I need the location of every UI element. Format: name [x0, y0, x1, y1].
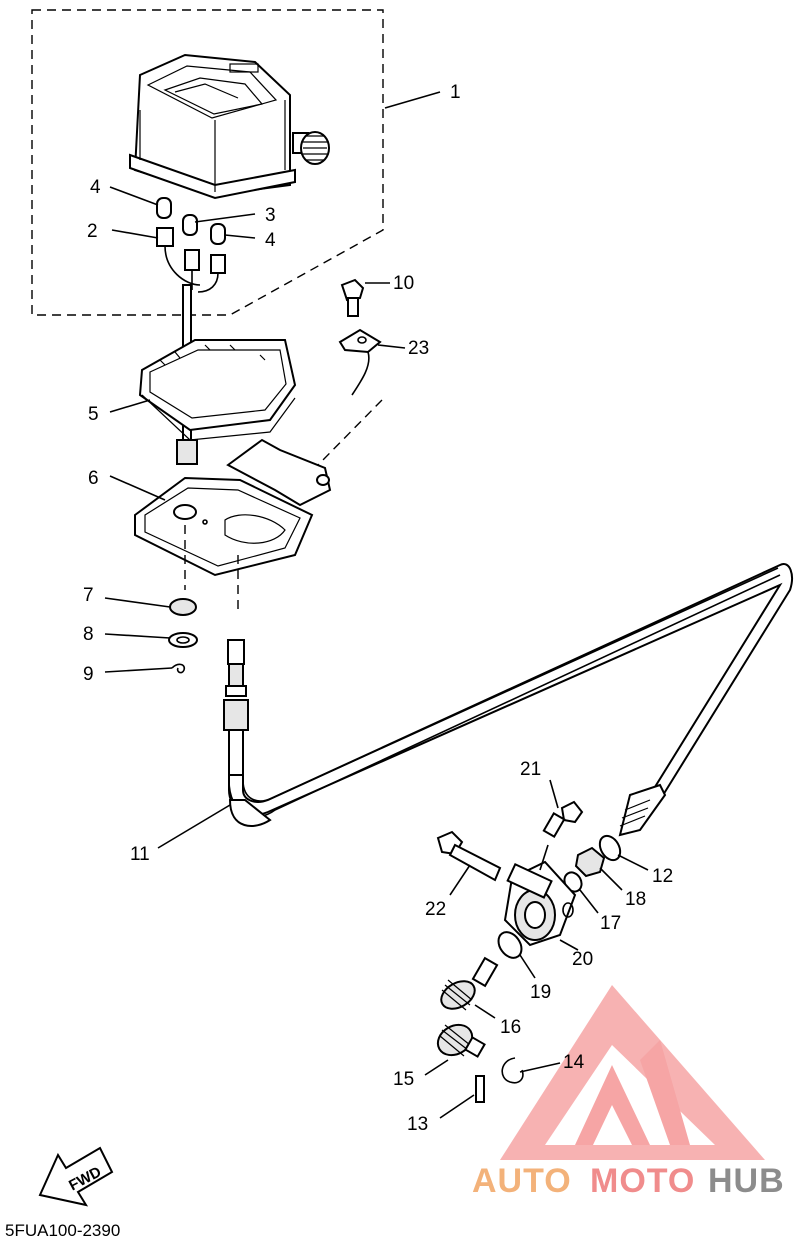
- bolt-22: [436, 830, 502, 882]
- harness-connector: [176, 439, 198, 465]
- gear-housing-20: [503, 860, 577, 947]
- meter-assembly-boundary: [31, 9, 384, 316]
- socket-right: [210, 254, 226, 274]
- label-part-4-left: 4: [90, 177, 101, 198]
- label-part-23: 23: [408, 338, 429, 359]
- label-part-19: 19: [530, 982, 551, 1003]
- meter-bracket: [134, 438, 332, 577]
- washer-8: [168, 632, 198, 648]
- clip-9: [171, 663, 186, 674]
- label-part-3: 3: [265, 205, 276, 226]
- label-part-1: 1: [450, 82, 461, 103]
- label-part-5: 5: [88, 404, 99, 425]
- label-part-2: 2: [87, 221, 98, 242]
- label-part-12: 12: [652, 866, 673, 887]
- label-part-17: 17: [600, 913, 621, 934]
- pin-13: [475, 1075, 485, 1103]
- gear-15: [436, 1023, 486, 1058]
- socket-2: [156, 227, 174, 247]
- bulb-sockets: [156, 197, 226, 293]
- label-part-15: 15: [393, 1069, 414, 1090]
- drawing-code: 5FUA100-2390: [5, 1221, 120, 1240]
- speedometer-meter: [129, 53, 330, 200]
- watermark-text-auto: AUTO: [472, 1162, 572, 1200]
- bulb-3: [182, 214, 198, 236]
- forward-direction-arrow: FWD: [38, 1146, 114, 1207]
- socket-center: [184, 249, 200, 271]
- label-part-21: 21: [520, 759, 541, 780]
- label-part-7: 7: [83, 585, 94, 606]
- grommet-7: [169, 598, 197, 616]
- label-part-9: 9: [83, 664, 94, 685]
- label-part-14: 14: [563, 1052, 585, 1073]
- gear-16: [440, 956, 499, 1011]
- circlip-14: [501, 1057, 524, 1084]
- watermark-logo: AUTO MOTO HUB: [472, 985, 785, 1200]
- watermark-text-hub: HUB: [708, 1162, 785, 1200]
- label-part-10: 10: [393, 273, 414, 294]
- label-part-6: 6: [88, 468, 99, 489]
- leader-lines: [104, 91, 649, 1119]
- label-part-11: 11: [130, 844, 150, 865]
- label-part-8: 8: [83, 624, 94, 645]
- label-part-20: 20: [572, 949, 593, 970]
- o-ring-19: [497, 931, 523, 959]
- stay-23: [338, 328, 382, 396]
- speedometer-cable: [223, 563, 793, 827]
- o-ring-12: [598, 834, 622, 862]
- label-part-16: 16: [500, 1017, 521, 1038]
- label-part-22: 22: [425, 899, 446, 920]
- nut-18: [574, 846, 606, 878]
- bulb-4-left: [156, 197, 172, 219]
- alignment-line-stay: [317, 399, 383, 466]
- label-part-4-right: 4: [265, 230, 276, 251]
- meter-cover: [138, 339, 297, 441]
- bolt-10: [340, 278, 365, 317]
- cable-lower-end: [618, 783, 667, 837]
- screw-21: [542, 800, 584, 839]
- watermark-text-moto: MOTO: [590, 1162, 695, 1200]
- label-part-18: 18: [625, 889, 646, 910]
- part-number-labels: 1 2 3 4 4 5 6 7 8 9 10 11 12 13 14 15 16…: [83, 82, 673, 1135]
- watermark-m-mark: [575, 1065, 650, 1145]
- bulb-4-right: [210, 223, 226, 245]
- label-part-13: 13: [407, 1114, 428, 1135]
- watermark-m-right: [640, 1040, 690, 1145]
